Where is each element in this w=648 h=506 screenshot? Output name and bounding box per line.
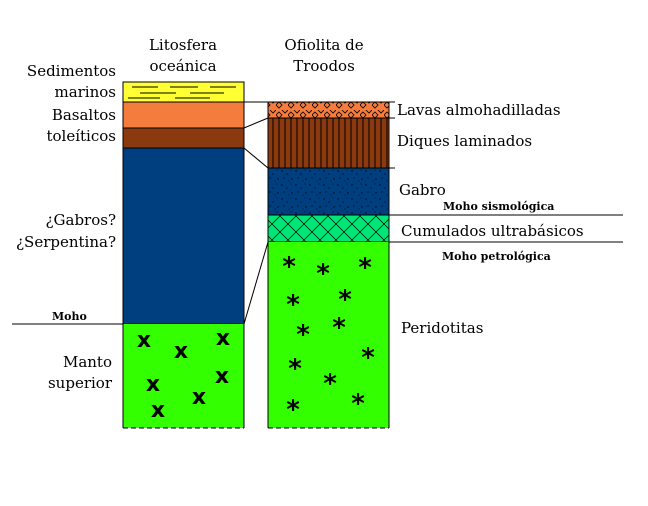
asterisk-mark: *: [332, 313, 346, 343]
x-mark: x: [174, 339, 188, 364]
right-layer-gabbro: [267, 167, 390, 216]
label-basaltos: Basaltos: [52, 106, 116, 124]
label-manto: Manto: [63, 353, 112, 371]
right-layer-pillow-lavas: [267, 101, 390, 119]
asterisk-mark: *: [286, 290, 300, 320]
label-peridotitas: Peridotitas: [401, 319, 483, 337]
label-superior: superior: [48, 374, 113, 392]
asterisk-mark: *: [282, 252, 296, 282]
sediment-lines: [128, 86, 236, 99]
x-mark: x: [146, 372, 160, 397]
asterisk-mark: *: [358, 253, 372, 283]
label-sedimentos: Sedimentos: [27, 62, 116, 80]
asterisk-mark: *: [296, 320, 310, 350]
label-moho: Moho: [52, 310, 87, 323]
right-layer-sheeted-dikes: [267, 117, 390, 169]
right-title-line1: Ofiolita de: [284, 36, 363, 54]
asterisk-mark: *: [316, 259, 330, 289]
left-layer-mantle: [123, 324, 244, 428]
right-title-line2: Troodos: [293, 57, 355, 75]
left-title-line1: Litosfera: [149, 36, 217, 54]
label-lavas-almohadilladas: Lavas almohadilladas: [397, 101, 561, 119]
asterisk-mark: *: [323, 369, 337, 399]
right-pointer-lines: [389, 101, 395, 169]
label-gabro: Gabro: [399, 181, 446, 199]
label-moho-sismologica: Moho sismológica: [443, 200, 554, 213]
asterisk-mark: *: [351, 389, 365, 419]
asterisk-mark: *: [288, 354, 302, 384]
label-marinos: marinos: [54, 83, 116, 101]
asterisk-mark: *: [361, 343, 375, 373]
label-toleiticos: toleíticos: [47, 127, 117, 145]
x-mark: x: [137, 328, 151, 353]
right-layer-peridotite: [268, 242, 389, 428]
right-layer-cumulates: [267, 214, 390, 243]
left-layer-sediments: [122, 81, 245, 103]
label-gabros: ¿Gabros?: [45, 211, 116, 229]
label-cumulados-ultrabasicos: Cumulados ultrabásicos: [401, 222, 584, 240]
x-mark: x: [151, 398, 165, 423]
left-layer-brown: [122, 127, 245, 149]
label-diques-laminados: Diques laminados: [397, 132, 532, 150]
peridotite-asterisks: * * * * * * * * * * * *: [282, 252, 375, 425]
left-title-line2: oceánica: [149, 57, 216, 75]
x-mark: x: [215, 364, 229, 389]
left-layer-basalts: [122, 101, 245, 129]
asterisk-mark: *: [338, 285, 352, 315]
correlation-lines: [243, 101, 269, 325]
label-moho-petrologica: Moho petrológica: [442, 250, 551, 263]
asterisk-mark: *: [286, 395, 300, 425]
left-layer-gabbros: [122, 147, 245, 325]
x-mark: x: [216, 326, 230, 351]
x-mark: x: [192, 385, 206, 410]
label-serpentina: ¿Serpentina?: [16, 233, 116, 251]
mantle-x-marks: x x x x x x x: [137, 326, 230, 423]
